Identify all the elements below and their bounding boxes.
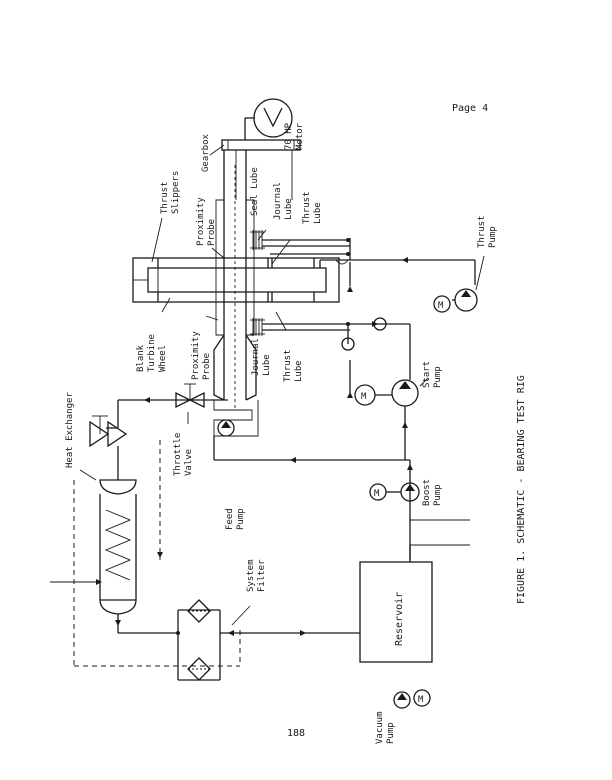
reservoir-label: Reservoir xyxy=(394,592,405,646)
thrust-lube-top-label-1: Thrust xyxy=(302,191,312,224)
throttle-valve-icon xyxy=(175,383,205,409)
vacuum-pump-label-1: Vacuum xyxy=(375,711,385,744)
journal-lube-top-label-2: Lube xyxy=(284,198,294,220)
thrust-lube-top-label-2: Lube xyxy=(313,202,323,224)
motor-label-1: 70 HP xyxy=(284,122,294,150)
blank-turbine-wheel-label-1: Blank xyxy=(136,344,146,372)
throttle-valve-label-1: Throttle xyxy=(173,433,183,476)
thrust-slippers-label-1: Thrust xyxy=(160,181,170,214)
vacuum-pump-label-2: Pump xyxy=(386,722,396,744)
system-filter-label-1: System xyxy=(246,559,256,592)
turbine-housing xyxy=(132,257,340,303)
bottom-lube-manifold xyxy=(262,317,411,398)
heat-exchanger-label: Heat Exchanger xyxy=(65,392,75,468)
control-loop-dashed xyxy=(73,440,241,667)
control-valve-icon xyxy=(89,415,128,448)
vacuum-pump: M xyxy=(393,689,431,709)
test-shaft xyxy=(215,150,255,410)
throttle-valve-label-2: Valve xyxy=(184,449,194,476)
proximity-probe-top-label-2: Probe xyxy=(207,219,217,246)
journal-bearing-top xyxy=(250,230,265,250)
blank-turbine-wheel-label-2: Turbine xyxy=(147,334,157,372)
top-lube-manifold xyxy=(262,238,476,292)
start-pump-motor-m-icon: M xyxy=(361,392,367,402)
thrust-pump-motor-m-icon: M xyxy=(438,301,444,311)
seal-lube-label: Seal Lube xyxy=(250,167,260,216)
motor-label-2: Motor xyxy=(295,122,305,150)
drive-motor xyxy=(244,98,293,140)
proximity-probe-bottom-label-2: Probe xyxy=(202,353,212,380)
proximity-probe-top-label-1: Proximity xyxy=(196,197,206,246)
boost-pump-motor-m-icon: M xyxy=(374,489,380,499)
journal-lube-top-label-1: Journal xyxy=(273,182,283,220)
throttle-line xyxy=(117,383,228,428)
feed-pump-label-2: Pump xyxy=(236,508,246,530)
start-pump-label-2: Pump xyxy=(433,366,443,388)
proximity-probe-bottom-label-1: Proximity xyxy=(191,331,201,380)
feed-pump-label-1: Feed xyxy=(225,508,235,530)
boost-pump-label-1: Boost xyxy=(422,479,432,506)
thrust-pump-label-1: Thrust xyxy=(477,215,487,248)
system-filter-label-2: Filter xyxy=(257,559,267,592)
reservoir xyxy=(359,545,433,663)
thrust-slippers-label-2: Slippers xyxy=(171,171,181,214)
start-pump: M xyxy=(354,379,419,460)
gearbox xyxy=(221,139,301,200)
vacuum-pump-motor-m-icon: M xyxy=(418,695,424,705)
start-pump-label-1: Start xyxy=(422,361,432,388)
boost-pump-label-2: Pump xyxy=(433,484,443,506)
boost-pump: M xyxy=(369,460,470,560)
figure-caption: FIGURE 1. SCHEMATIC - BEARING TEST RIG xyxy=(516,375,527,604)
thrust-lube-bottom-label-1: Thrust xyxy=(283,349,293,382)
motor-m-icon xyxy=(263,107,283,128)
thrust-pump-label-2: Pump xyxy=(488,226,498,248)
page-label: Page 4 xyxy=(452,103,489,114)
heat-exchanger xyxy=(50,415,178,634)
journal-bearing-bottom xyxy=(250,318,265,336)
thrust-pump: M xyxy=(433,288,478,313)
feed-pump xyxy=(213,400,410,463)
system-filter xyxy=(176,599,360,681)
page-number: 188 xyxy=(287,728,306,739)
gearbox-label: Gearbox xyxy=(201,133,211,172)
thrust-lube-bottom-label-2: Lube xyxy=(294,360,304,382)
journal-lube-bottom-label-2: Lube xyxy=(262,354,272,376)
blank-turbine-wheel-label-3: Wheel xyxy=(158,345,168,372)
journal-lube-bottom-label-1: Journal xyxy=(251,338,261,376)
